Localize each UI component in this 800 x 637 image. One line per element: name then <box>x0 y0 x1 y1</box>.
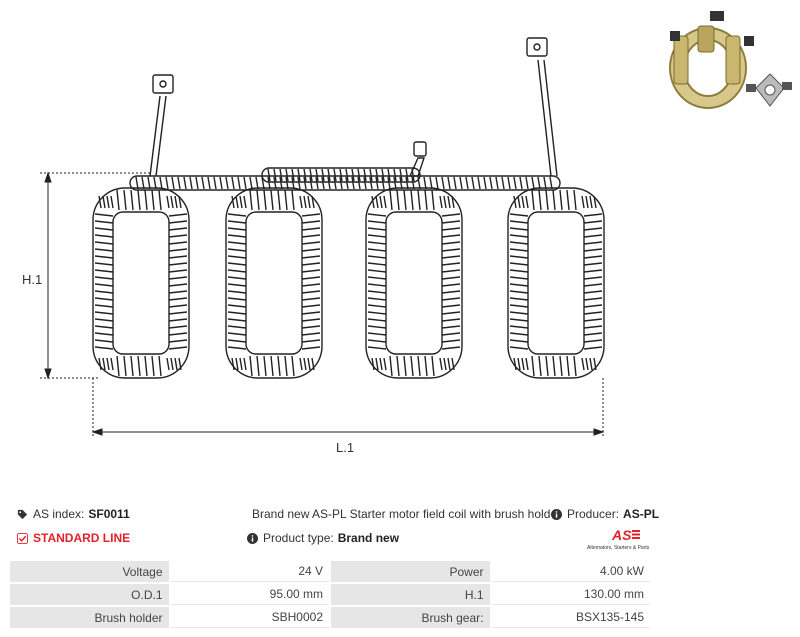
standard-line-label: STANDARD LINE <box>33 531 131 545</box>
coil-inner <box>245 211 303 355</box>
coil-outer <box>507 187 605 379</box>
info-icon <box>247 532 258 544</box>
product-type-value: Brand new <box>337 531 400 545</box>
spec-value: BSX135-145 <box>491 607 650 628</box>
spec-key: Brush holder <box>10 607 169 628</box>
product-photo[interactable] <box>660 6 796 118</box>
spec-key: Voltage <box>10 561 169 582</box>
coil-inner <box>112 211 170 355</box>
length-label: L.1 <box>336 440 354 455</box>
checkbox-checked-icon <box>17 532 28 544</box>
producer-label: Producer: <box>567 507 620 521</box>
coil-inner <box>527 211 585 355</box>
logo-tagline: Alternators, Starters & Parts <box>587 545 650 551</box>
height-dimension <box>40 171 150 380</box>
as-index-row: AS index: SF0011 <box>17 507 130 521</box>
producer-value: AS-PL <box>623 507 660 521</box>
height-label: H.1 <box>22 272 42 287</box>
description-text: Brand new AS-PL Starter motor field coil… <box>252 507 550 521</box>
product-type-row: Product type: Brand new <box>247 531 399 545</box>
as-index-value: SF0011 <box>88 507 130 521</box>
coil-outer <box>92 187 190 379</box>
info-icon <box>551 508 562 520</box>
field-coil-drawing: H.1 L.1 <box>22 37 605 455</box>
producer-row: Producer: AS-PL <box>551 507 659 521</box>
coil-group <box>92 37 605 379</box>
spec-key: Power <box>331 561 490 582</box>
as-index-label: AS index: <box>33 507 85 521</box>
spec-value: SBH0002 <box>170 607 329 628</box>
spec-value: 24 V <box>170 561 329 582</box>
spec-value: 4.00 kW <box>491 561 650 582</box>
spec-value: 95.00 mm <box>170 584 329 605</box>
as-pl-logo: AS Alternators, Starters & Parts <box>587 527 650 551</box>
product-type-label: Product type: <box>263 531 334 545</box>
description-row: Brand new AS-PL Starter motor field coil… <box>247 507 550 521</box>
coil-inner <box>385 211 443 355</box>
tag-icon <box>17 509 28 519</box>
coil-outer <box>225 187 323 379</box>
spec-value: 130.00 mm <box>491 584 650 605</box>
standard-line-row: STANDARD LINE <box>17 531 130 545</box>
spec-key: Brush gear: <box>331 607 490 628</box>
spec-key: H.1 <box>331 584 490 605</box>
logo-mark: AS <box>611 527 632 543</box>
spec-key: O.D.1 <box>10 584 169 605</box>
length-dimension <box>91 378 605 437</box>
coil-outer <box>365 187 463 379</box>
